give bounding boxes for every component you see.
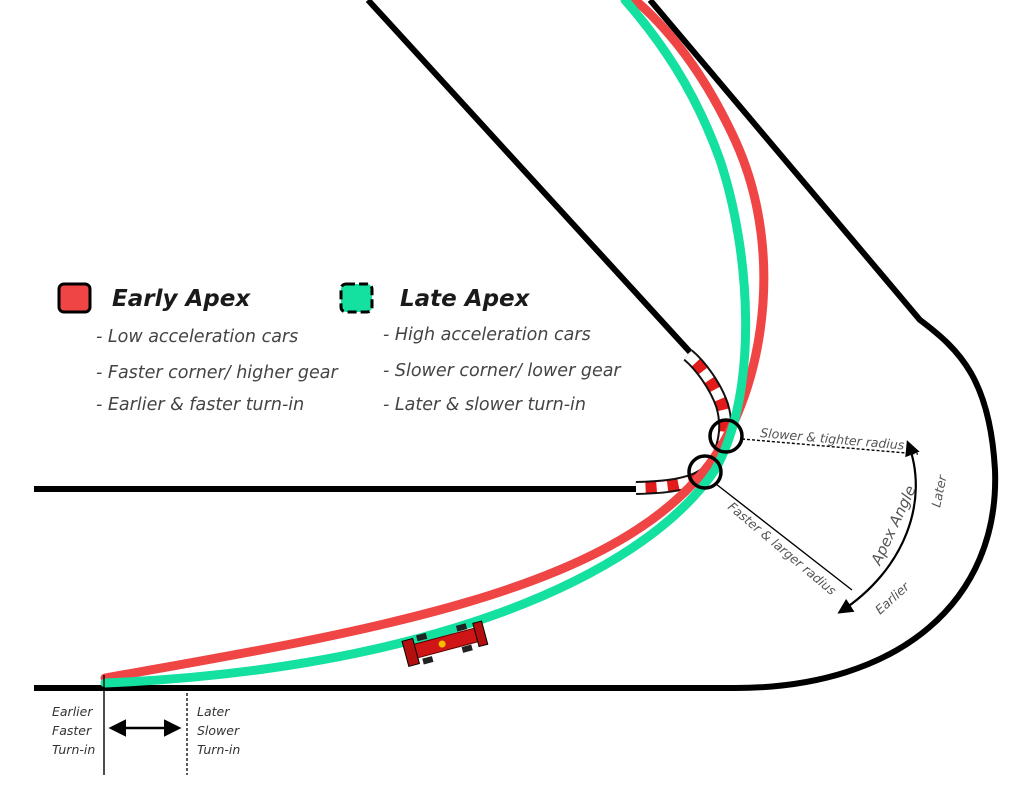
svg-text:Later: Later [197, 704, 230, 719]
race-car-icon [401, 620, 489, 668]
late-turn-in-label: Later Slower Turn-in [197, 704, 240, 757]
late-apex-legend-swatch-icon [339, 282, 374, 314]
later-label: Later [928, 473, 950, 509]
track [34, 0, 999, 691]
svg-text:Slower: Slower [197, 723, 240, 738]
early-apex-legend-swatch-icon [57, 282, 92, 314]
early-apex-item: - Faster corner/ higher gear [96, 363, 339, 383]
early-radius-label: Faster & larger radius [725, 499, 840, 599]
early-apex-item: - Low acceleration cars [96, 327, 298, 347]
early-radius-line [715, 483, 853, 591]
early-apex-circle-icon [687, 454, 723, 490]
early-turn-in-label: Earlier Faster Turn-in [52, 704, 95, 757]
svg-text:Earlier: Earlier [52, 704, 93, 719]
track-inner-edge-upper [365, 0, 693, 355]
late-apex-title: Late Apex [400, 286, 531, 312]
late-apex-circle-icon [708, 418, 744, 454]
track-outer-edge [34, 0, 999, 691]
late-apex-item: - Slower corner/ lower gear [383, 361, 622, 381]
late-radius-label: Slower & tighter radius [760, 425, 906, 453]
late-apex-item: - Later & slower turn-in [383, 395, 586, 415]
apex-angle-label: Apex Angle [867, 483, 920, 569]
earlier-label: Earlier [872, 578, 913, 617]
svg-text:Faster: Faster [52, 723, 92, 738]
early-apex-item: - Earlier & faster turn-in [96, 395, 304, 415]
svg-text:Turn-in: Turn-in [197, 742, 240, 757]
early-apex-title: Early Apex [112, 286, 251, 312]
legend-early-apex: Early Apex - Low acceleration cars - Fas… [57, 282, 339, 415]
apex-angle-curved-arrow-icon [837, 440, 920, 614]
legend-late-apex: Late Apex - High acceleration cars - Slo… [339, 282, 622, 415]
late-apex-item: - High acceleration cars [383, 325, 591, 345]
svg-text:Turn-in: Turn-in [52, 742, 95, 757]
